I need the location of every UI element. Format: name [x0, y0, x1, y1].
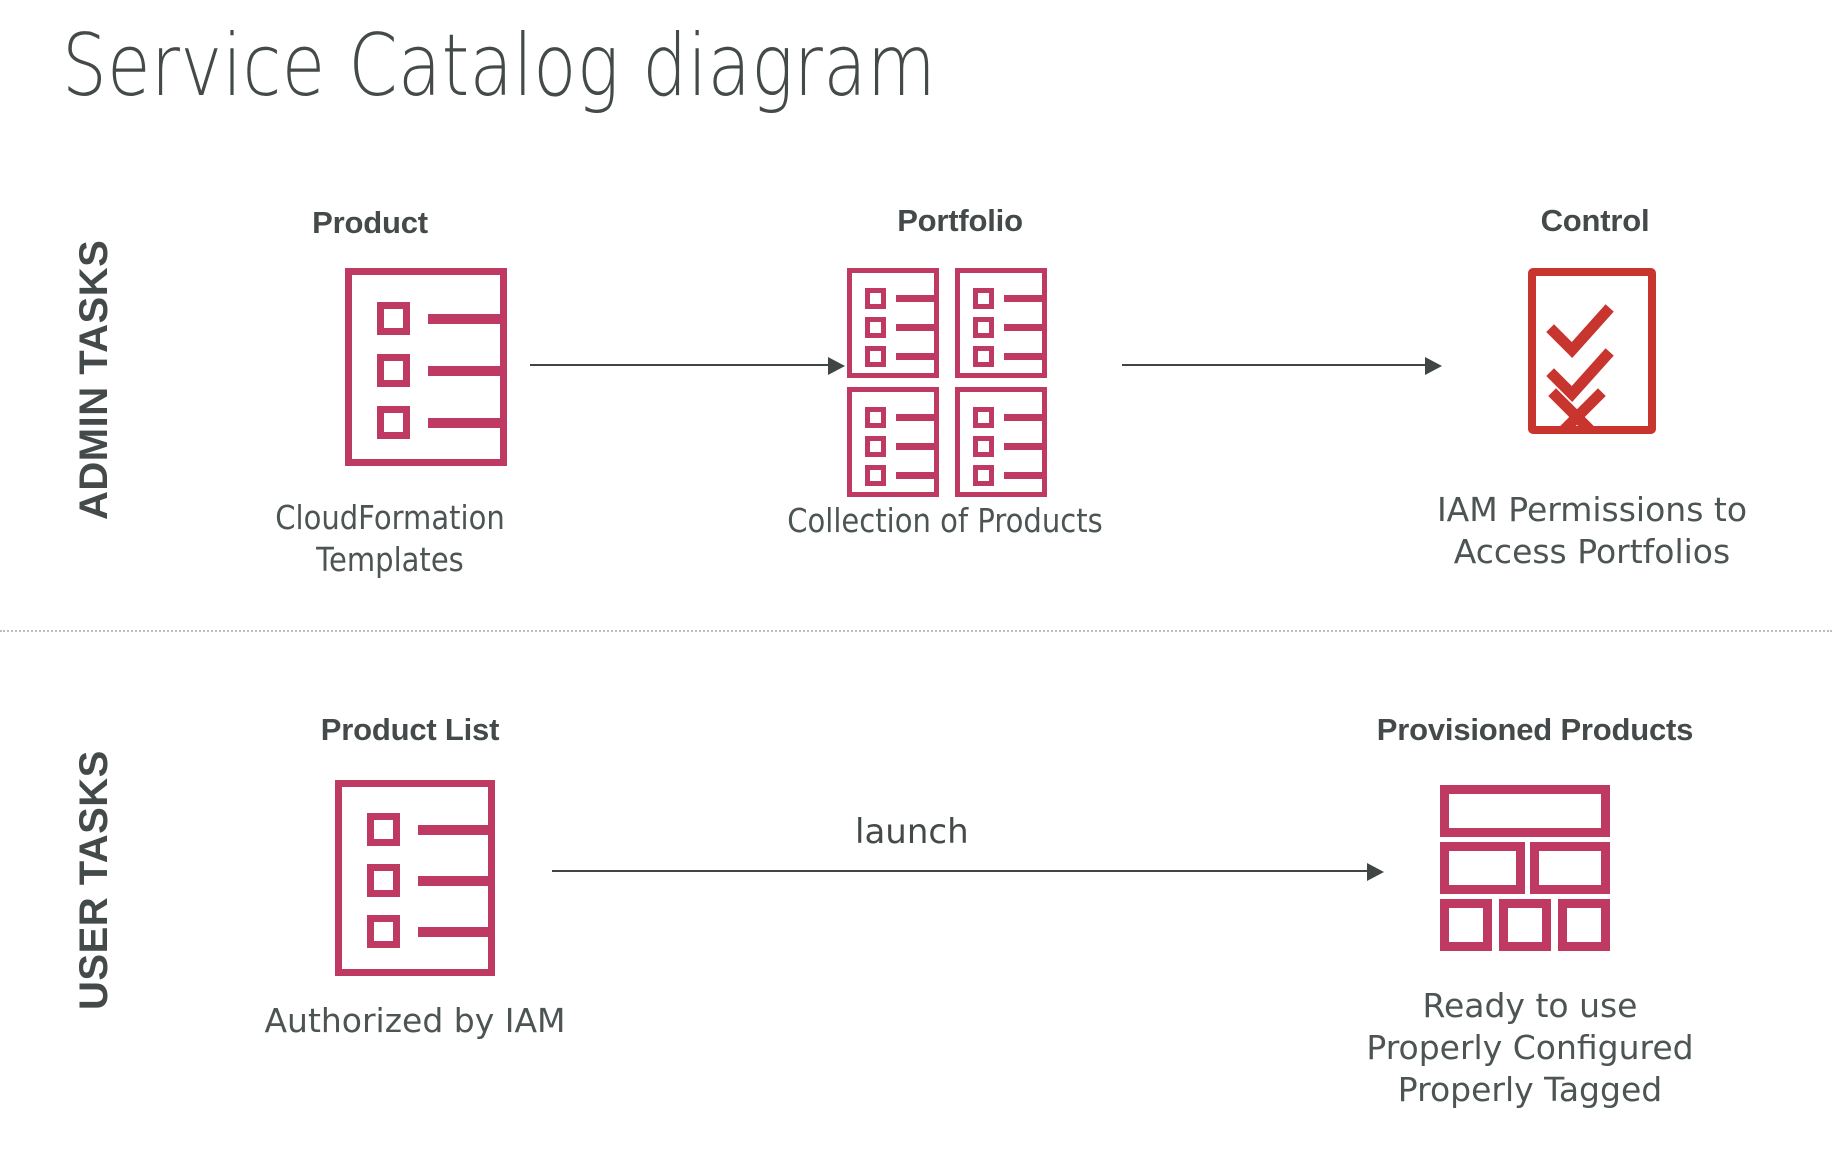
provisioned-block-row3-2: [1499, 899, 1551, 951]
provisioned-block-row2-1: [1440, 842, 1525, 894]
arrow-portfolio-to-control: [1122, 355, 1442, 375]
arrow-product-to-portfolio: [530, 355, 845, 375]
checklist-document-icon-product-list: [335, 780, 495, 976]
node-heading-control: Control: [1540, 203, 1650, 238]
provisioned-block-row3-3: [1558, 899, 1610, 951]
control-marks-svg: [1546, 304, 1614, 430]
node-heading-product: Product: [312, 205, 428, 240]
control-checklist-icon: [1528, 268, 1656, 434]
lane-divider: [0, 630, 1832, 632]
page-title: Service Catalog diagram: [62, 16, 937, 116]
node-caption-control: IAM Permissions to Access Portfolios: [1436, 490, 1748, 571]
node-heading-portfolio: Portfolio: [897, 203, 1023, 238]
arrow-productlist-to-provisioned: [552, 861, 1384, 881]
node-caption-provisioned-products: Ready to use Properly Configured Properl…: [1366, 986, 1694, 1109]
node-heading-product-list: Product List: [320, 712, 500, 747]
provisioned-block-row3-1: [1440, 899, 1492, 951]
checklist-document-icon-portfolio-2: [955, 268, 1047, 378]
checklist-document-icon-portfolio-1: [847, 268, 939, 378]
checklist-document-icon-portfolio-3: [847, 387, 939, 497]
provisioned-block-row1-1: [1440, 785, 1610, 837]
provisioned-block-row2-2: [1530, 842, 1610, 894]
node-caption-portfolio: Collection of Products: [787, 501, 1103, 540]
lane-label-user-tasks: USER TASKS: [72, 750, 116, 1010]
lane-label-admin-tasks: ADMIN TASKS: [72, 239, 116, 520]
check-icon-1: [1546, 304, 1614, 359]
checklist-document-icon-product: [345, 268, 507, 466]
arrow-label-launch: launch: [855, 812, 969, 852]
provisioned-blocks-icon: [1440, 785, 1620, 951]
cross-icon-stroke-b: [1556, 388, 1606, 430]
checklist-document-icon-portfolio-4: [955, 387, 1047, 497]
check-icon-2: [1546, 348, 1614, 403]
node-heading-provisioned-products: Provisioned Products: [1376, 712, 1694, 747]
node-caption-product: CloudFormation Templates: [275, 498, 505, 579]
node-caption-product-list: Authorized by IAM: [264, 1001, 566, 1040]
